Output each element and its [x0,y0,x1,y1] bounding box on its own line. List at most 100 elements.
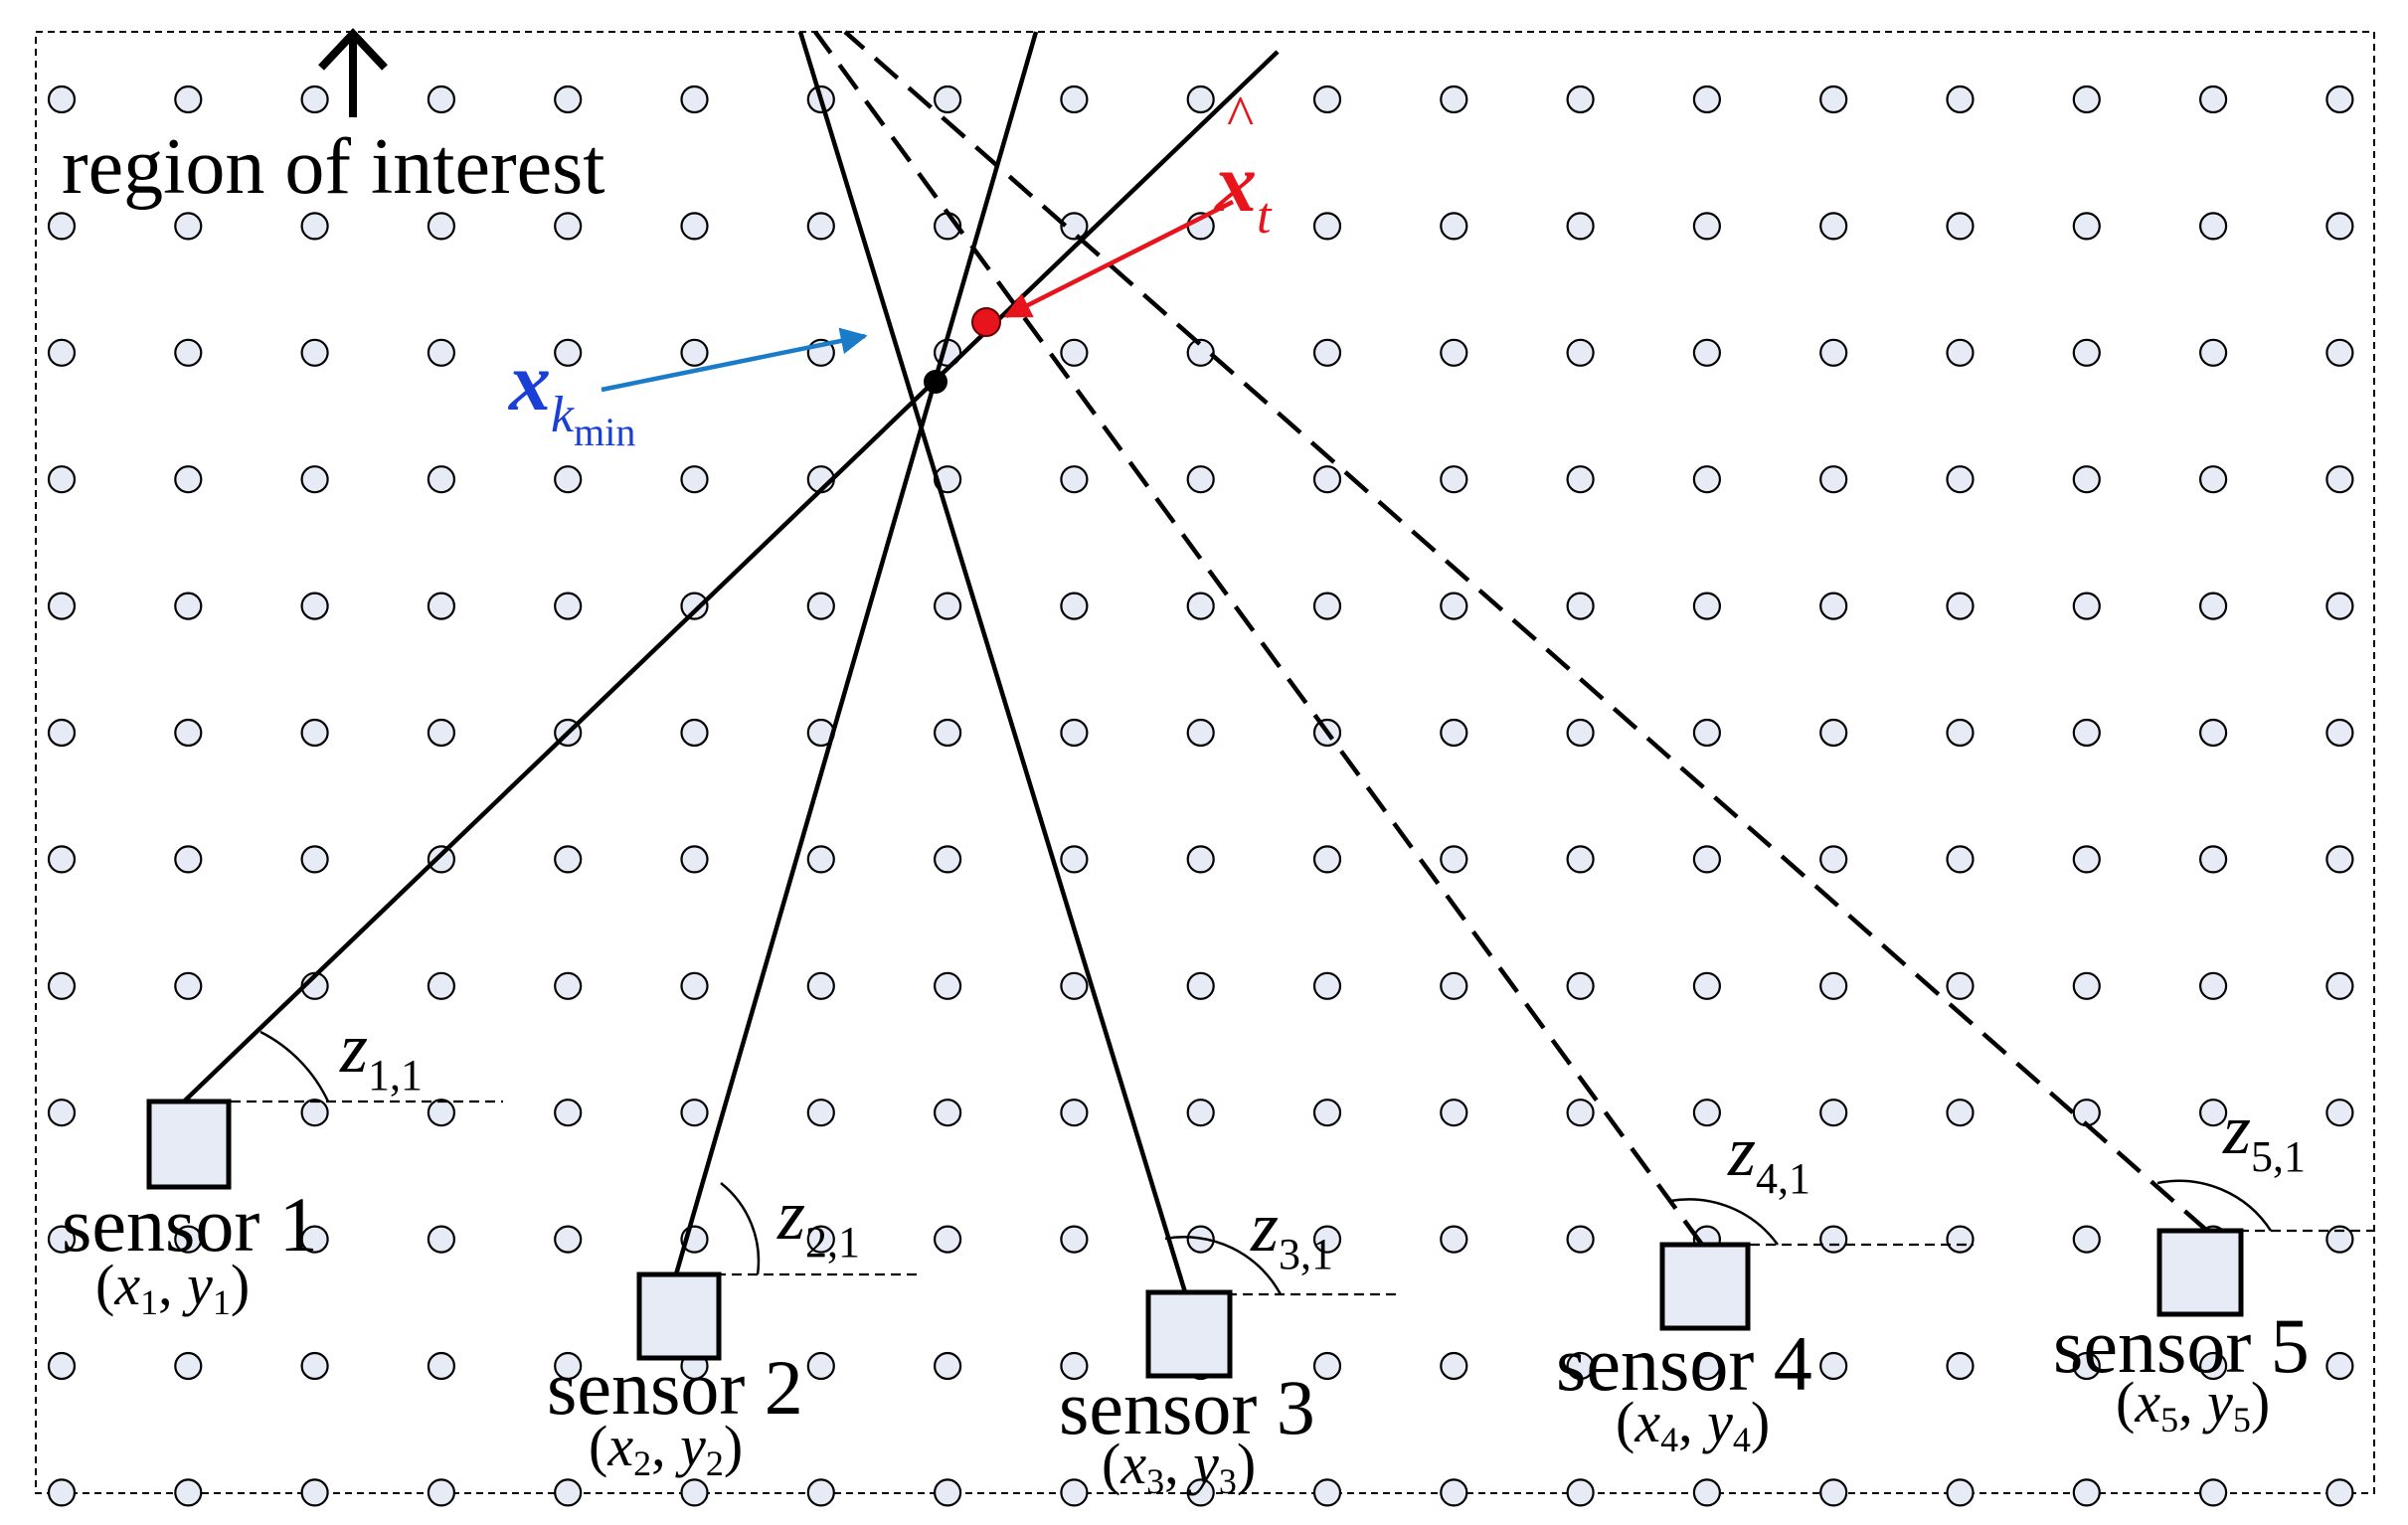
grid-point [933,1351,962,1381]
grid-point [1946,592,1975,620]
grid-point [1186,971,1215,1000]
grid-point [1946,85,1975,114]
grid-point [1060,338,1089,367]
grid-point [933,1478,962,1507]
grid-point [1186,1099,1215,1127]
sensor-1-box [146,1099,232,1190]
grid-point [680,85,709,114]
grid-point [1060,1351,1089,1381]
estimate-label-hat: ^ [1227,84,1254,148]
grid-point [1440,1351,1468,1381]
grid-point [1692,1099,1722,1127]
grid-point [554,1478,583,1507]
grid-point [47,845,77,874]
grid-point [300,592,329,620]
kmin-label: xkmin [507,336,635,454]
grid-point [427,1099,455,1127]
grid-point [1312,1478,1342,1507]
grid-point [2325,338,2354,367]
grid-point [806,845,835,874]
grid-point [47,338,77,367]
grid-point [1186,718,1215,748]
estimate-pointer-arrow [1003,199,1235,319]
sensor-2-box [636,1271,722,1361]
grid-point [1566,338,1595,367]
grid-point [1060,592,1089,620]
sensors [146,1099,2244,1379]
grid-point [933,1225,962,1254]
sensor-coordinates: (x1, y1) (x2, y2) (x3, y3) (x4, y4) (x5,… [95,1253,2270,1501]
grid-point [680,1478,709,1507]
sensor-3-coords: (x3, y3) [1102,1432,1256,1501]
grid-point [174,1351,203,1381]
grid-point [1692,212,1722,241]
grid-point [2199,338,2228,367]
grid-point [47,1225,77,1254]
grid-point [680,1099,709,1127]
grid-point [680,338,709,367]
grid-point [1692,845,1722,874]
grid-point [427,592,455,620]
grid-point [2325,971,2354,1000]
grid-point [2199,971,2228,1000]
grid-point [1692,1351,1722,1381]
grid-point [1819,592,1848,620]
grid-point [806,1225,835,1254]
grid-point [427,845,455,874]
grid-point [1946,971,1975,1000]
grid-point [2325,1099,2354,1127]
grid-point [806,1478,835,1507]
grid-point [1566,592,1595,620]
grid-point [1819,85,1848,114]
grid-point [1060,1099,1089,1127]
grid-point [300,845,329,874]
grid-point [2325,465,2354,494]
bearing-line-sensor-5 [843,30,2209,1233]
grid-point [300,718,329,748]
grid-point [2325,212,2354,241]
grid-point [2199,718,2228,748]
grid-point [1312,845,1342,874]
sensor-4-box [1659,1242,1751,1331]
grid-point [1566,1351,1595,1381]
angle-arc-sensor-3 [1164,1236,1283,1295]
grid-point [2199,1099,2228,1127]
grid-point [680,845,709,874]
grid-point [2325,845,2354,874]
estimate-label-main: x [1213,137,1257,230]
grid-point [2325,1225,2354,1254]
grid-point [300,85,329,114]
grid-point [427,85,455,114]
grid-point [2325,1478,2354,1507]
grid-point [1186,85,1215,114]
grid-point [2072,971,2101,1000]
grid-point [1946,338,1975,367]
grid-point [2199,212,2228,241]
bearing-line-sensor-2 [673,31,1039,1275]
grid-point [554,1099,583,1127]
grid-point [1186,338,1215,367]
grid-point [2072,1099,2101,1127]
angle-arc-sensor-1 [259,1030,330,1102]
grid-point [1692,465,1722,494]
region-border [35,31,2375,1494]
grid-point [1186,1478,1215,1507]
grid-point [1312,971,1342,1000]
grid-point [47,212,77,241]
grid-point [1692,85,1722,114]
grid-point [47,971,77,1000]
grid-point [1440,338,1468,367]
grid-point [1440,85,1468,114]
grid-point [1946,1099,1975,1127]
grid-point [1946,1478,1975,1507]
angle-arc-sensor-2 [720,1182,761,1275]
grid-point [427,971,455,1000]
grid-point [2325,1351,2354,1381]
grid-point [2199,1351,2228,1381]
grid-point [47,1099,77,1127]
grid-point [47,1351,77,1381]
grid-point [680,718,709,748]
grid-point [1566,1225,1595,1254]
grid-point [1819,971,1848,1000]
bearing-line-sensor-4 [813,30,1704,1247]
